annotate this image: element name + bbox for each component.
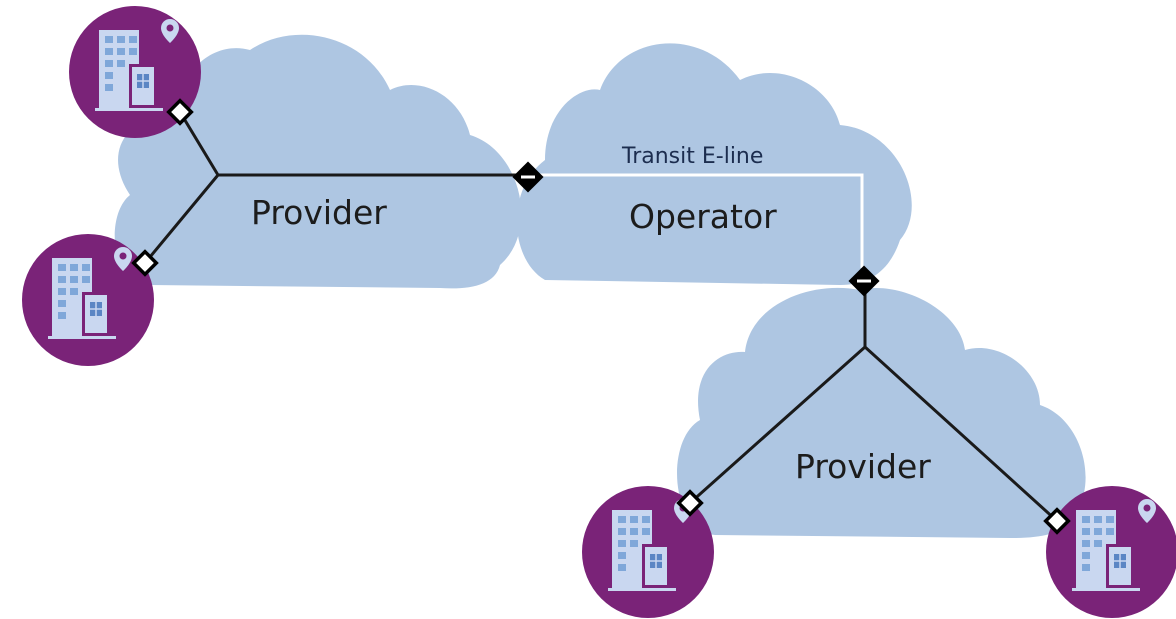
- provider-cloud-left: [114, 34, 522, 289]
- provider-left-label: Provider: [251, 193, 387, 232]
- transit-eline-label: Transit E-line: [621, 144, 763, 169]
- site-icon-bottom-right: [1045, 485, 1176, 619]
- operator-cloud: [516, 43, 912, 285]
- evc-links: [143, 110, 1059, 523]
- operator-label: Operator: [629, 197, 777, 236]
- provider-bottom-label: Provider: [795, 447, 931, 486]
- site-icon-left: [21, 233, 155, 367]
- provider-cloud-bottom: [677, 287, 1086, 538]
- transit-eline-path: [540, 173, 864, 268]
